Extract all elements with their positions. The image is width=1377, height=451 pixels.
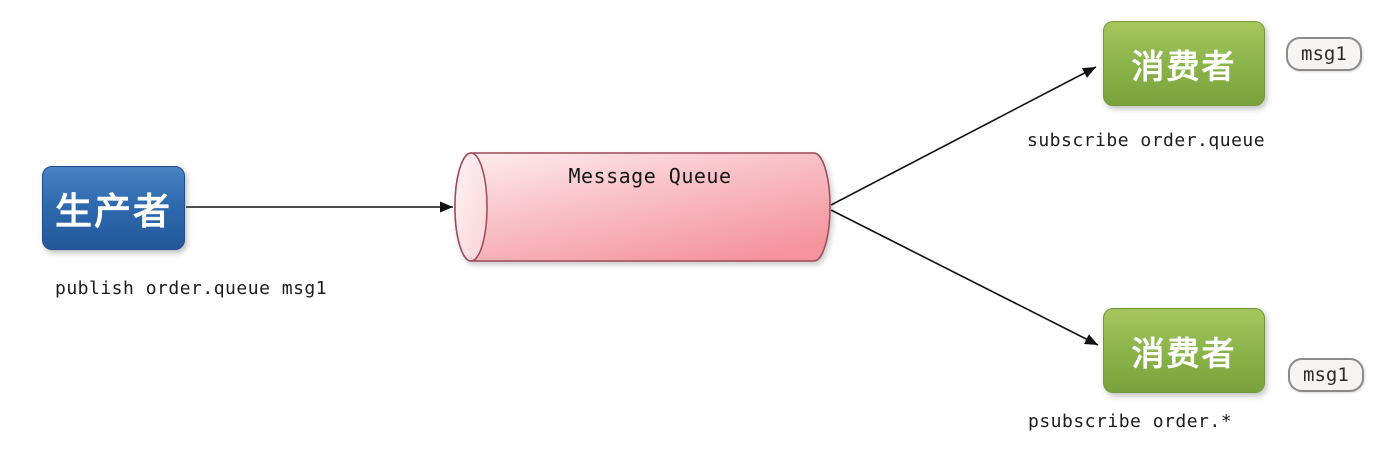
message-badge-bottom: msg1 [1288, 358, 1364, 392]
message-queue-cylinder [454, 152, 831, 262]
message-badge-top-label: msg1 [1301, 43, 1347, 65]
subscribe-command-caption: subscribe order.queue [1027, 130, 1266, 151]
psubscribe-command-caption: psubscribe order.* [1028, 411, 1233, 432]
consumer-top-label: 消费者 [1131, 46, 1237, 86]
producer-box: 生产者 [42, 166, 185, 250]
message-badge-bottom-label: msg1 [1303, 364, 1349, 386]
consumer-box-bottom: 消费者 [1103, 308, 1265, 393]
consumer-box-top: 消费者 [1103, 21, 1265, 106]
publish-command-caption: publish order.queue msg1 [55, 278, 328, 299]
producer-label: 生产者 [55, 190, 172, 233]
message-badge-top: msg1 [1286, 37, 1362, 71]
consumer-bottom-label: 消费者 [1131, 333, 1237, 373]
arrow-queue-to-consumer-top [830, 66, 1097, 206]
cylinder-end-cap [454, 152, 488, 262]
message-queue-label: Message Queue [568, 164, 732, 188]
arrow-queue-to-consumer-bottom [830, 209, 1099, 346]
